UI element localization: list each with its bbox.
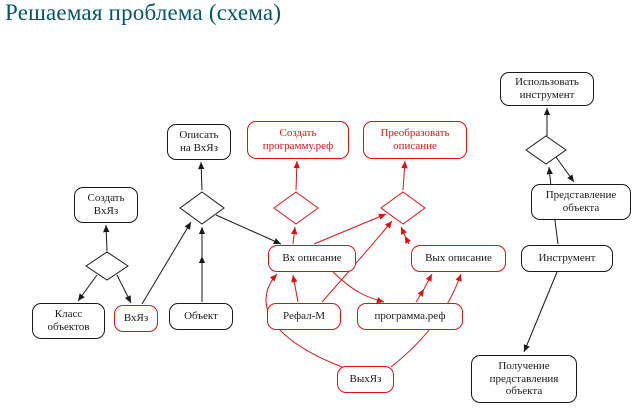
junction-use-tool-diamond	[525, 135, 567, 165]
edge-program-ref-to-out-description-2	[423, 273, 433, 290]
edge-instrument-to-obtain	[523, 271, 558, 353]
page-title: Решаемая проблема (схема)	[5, 0, 282, 25]
edge-junction-to-transform	[401, 160, 408, 191]
create-program-ref-node: Создать программу.реф	[247, 121, 349, 159]
program-ref-node: программа.реф	[357, 303, 463, 330]
edge-junction-to-in-description	[215, 214, 282, 245]
edge-junction-to-create-vhyaz	[103, 224, 110, 252]
junction-describe-diamond	[179, 191, 225, 225]
edge-out-description-to-junction-2	[400, 226, 407, 237]
out-description-node: Вых описание	[411, 245, 506, 272]
create-vhyaz-node: Создать ВхЯз	[74, 187, 138, 223]
vhyaz-node: ВхЯз	[114, 305, 158, 332]
edge-out-description-to-junction-1	[404, 235, 412, 245]
black-edges	[77, 108, 575, 353]
edge-junction-to-vhyaz	[116, 274, 132, 304]
junction-transform-diamond	[380, 191, 426, 225]
junction-create-program-diamond	[273, 191, 319, 225]
class-of-objects-node: Класс объектов	[32, 303, 105, 339]
edge-in-description-to-program-ref	[332, 271, 385, 304]
edge-program-ref-to-out-description-1	[415, 288, 425, 303]
junction-create-vhyaz-diamond	[85, 251, 129, 281]
junctions	[85, 135, 567, 281]
edge-in-description-to-junction-cp	[290, 226, 298, 245]
obtain-representation-node: Получение представления объекта	[471, 355, 577, 403]
transform-description-node: Преобразовать описание	[363, 121, 467, 159]
edge-junction-to-create-program	[293, 160, 300, 191]
vyhyaz-node: ВыхЯз	[337, 366, 394, 393]
describe-on-vhyaz-node: Описать на ВхЯз	[167, 124, 231, 160]
instrument-node: Инструмент	[521, 245, 613, 272]
in-description-node: Вх описание	[268, 245, 356, 272]
use-tool-node: Использовать инструмент	[500, 72, 594, 106]
refal-m-node: Рефал-М	[267, 303, 341, 330]
edge-junction-to-representation	[555, 156, 575, 183]
object-representation-node: Представление объекта	[531, 184, 631, 220]
object-node: Объект	[169, 303, 233, 330]
edge-junction-to-describe	[198, 161, 205, 191]
edge-vhyaz-to-junction	[141, 221, 192, 305]
edge-refal-m-to-junction-tr	[321, 220, 393, 303]
edge-junction-to-class-objects	[77, 274, 98, 302]
edge-refal-m-to-in-description	[291, 274, 299, 303]
edge-in-description-to-junction-tr	[313, 213, 387, 245]
